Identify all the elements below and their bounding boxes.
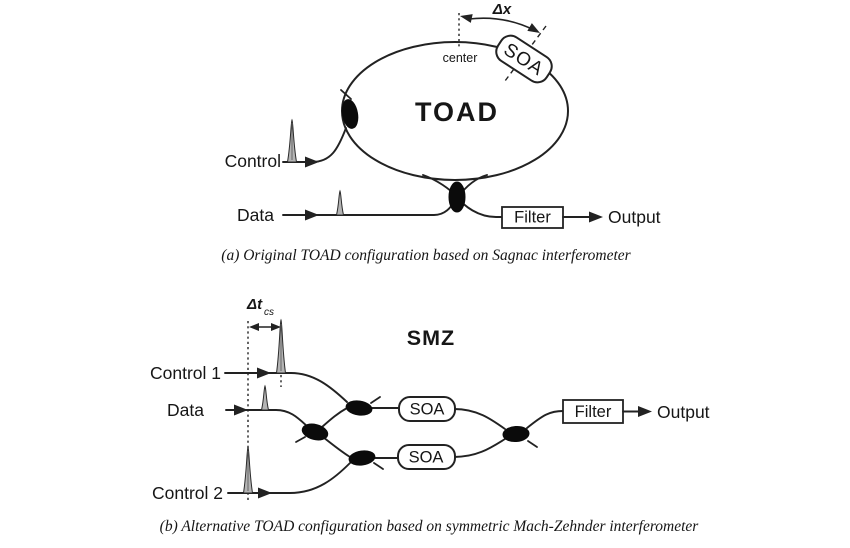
soa-upper-label: SOA xyxy=(410,401,445,419)
control1-fiber xyxy=(224,372,348,403)
soa-lower-box xyxy=(397,444,456,470)
delta-x-arrow-line xyxy=(468,17,535,31)
soa-a-group: SOA xyxy=(495,34,553,84)
delta-t-label: Δt xyxy=(246,296,263,313)
lower-coupler-stub xyxy=(373,462,384,470)
delta-t-arrowhead-left xyxy=(249,323,259,331)
center-to-lower-arm xyxy=(322,436,351,458)
upper-coupler-stub xyxy=(370,396,381,404)
control1-label: Control 1 xyxy=(150,363,221,383)
delta-x-label: Δx xyxy=(492,1,512,18)
delta-t-subscript: cs xyxy=(264,307,274,318)
center-label: center xyxy=(443,51,478,65)
caption-b: (b) Alternative TOAD configuration based… xyxy=(160,518,700,535)
delta-x-arrowhead-right xyxy=(527,23,540,33)
soa-position-dash-line xyxy=(504,25,547,82)
diagram-b-title: SMZ xyxy=(407,326,455,350)
lower-soa-to-right-coupler xyxy=(453,438,506,458)
output-b-label: Output xyxy=(657,402,710,422)
right-coupler-stub xyxy=(527,440,538,448)
bottom-coupler xyxy=(448,181,466,213)
filter-b-label: Filter xyxy=(575,403,612,421)
caption-a: (a) Original TOAD configuration based on… xyxy=(221,247,631,264)
data-b-label: Data xyxy=(167,400,204,420)
center-coupler-stub xyxy=(295,436,306,443)
control-label: Control xyxy=(225,151,281,171)
left-coupler xyxy=(341,99,359,129)
left-coupler-stub xyxy=(340,89,352,100)
data-label: Data xyxy=(237,205,274,225)
data-b-arrowhead xyxy=(234,404,248,416)
lower-coupler-b xyxy=(348,450,376,466)
upper-soa-to-right-coupler xyxy=(453,408,506,430)
control2-arrowhead xyxy=(258,487,272,499)
delta-t-arrowhead-right xyxy=(271,323,281,331)
data-pulse xyxy=(335,189,345,216)
diagram-a-sagnac: Δx center Control Data SOA TOAD xyxy=(221,1,660,264)
center-to-upper-arm xyxy=(321,407,348,428)
control2-label: Control 2 xyxy=(152,483,223,503)
right-coupler-to-filter xyxy=(526,410,564,429)
diagram-a-title: TOAD xyxy=(415,97,499,127)
center-coupler-b xyxy=(301,423,329,441)
soa-upper-box xyxy=(398,396,456,422)
delta-x-arrowhead-left xyxy=(460,14,473,23)
right-coupler-b xyxy=(502,425,530,443)
soa-lower-label: SOA xyxy=(409,449,444,467)
control2-fiber xyxy=(227,462,351,494)
output-a-arrowhead xyxy=(589,211,603,223)
output-a-label: Output xyxy=(608,207,661,227)
diagram-b-smz: Δt cs SMZ Control 1 Data Control 2 xyxy=(150,296,710,535)
control1-arrowhead xyxy=(257,367,271,379)
control-arrowhead xyxy=(305,156,319,168)
output-b-arrowhead xyxy=(638,406,652,417)
upper-coupler-b xyxy=(345,400,373,416)
data-b-fiber xyxy=(225,409,309,428)
soa-a-box xyxy=(495,34,553,84)
data-b-pulse xyxy=(260,384,270,411)
filter-a-label: Filter xyxy=(514,209,551,227)
data-arrowhead xyxy=(305,209,319,221)
